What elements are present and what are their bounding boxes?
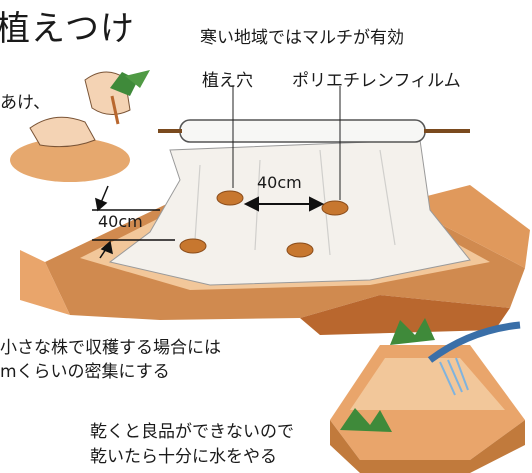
polyethylene-film <box>108 139 471 286</box>
spacing-label-vertical: 40cm <box>98 212 143 231</box>
watering-illustration <box>330 318 525 473</box>
page-title: 植えつけ <box>0 9 135 49</box>
planting-holes <box>179 190 349 258</box>
spacing-arrow-horizontal <box>243 196 325 212</box>
water-note-line1: 乾くと良品ができないので <box>90 422 294 442</box>
spacing-label-horizontal: 40cm <box>257 173 302 192</box>
small-plant-note-line2: mくらいの密集にする <box>0 362 170 382</box>
planting-hole <box>179 238 207 254</box>
spacing-arrow-vertical <box>92 185 175 259</box>
water-note-line2: 乾いたら十分に水をやる <box>90 447 277 467</box>
hands-planting-illustration <box>10 70 150 182</box>
planting-hole <box>321 200 349 216</box>
planting-hole-label: 植え穴 <box>202 71 253 91</box>
small-plant-note-line1: 小さな株で収穫する場合には <box>0 338 221 358</box>
mulch-note: 寒い地域ではマルチが有効 <box>200 28 404 48</box>
film-roll <box>158 119 470 143</box>
film-label: ポリエチレンフィルム <box>292 71 461 91</box>
planting-hole <box>286 242 314 258</box>
hole-note: あけ、 <box>0 93 51 113</box>
planting-hole <box>216 190 244 206</box>
